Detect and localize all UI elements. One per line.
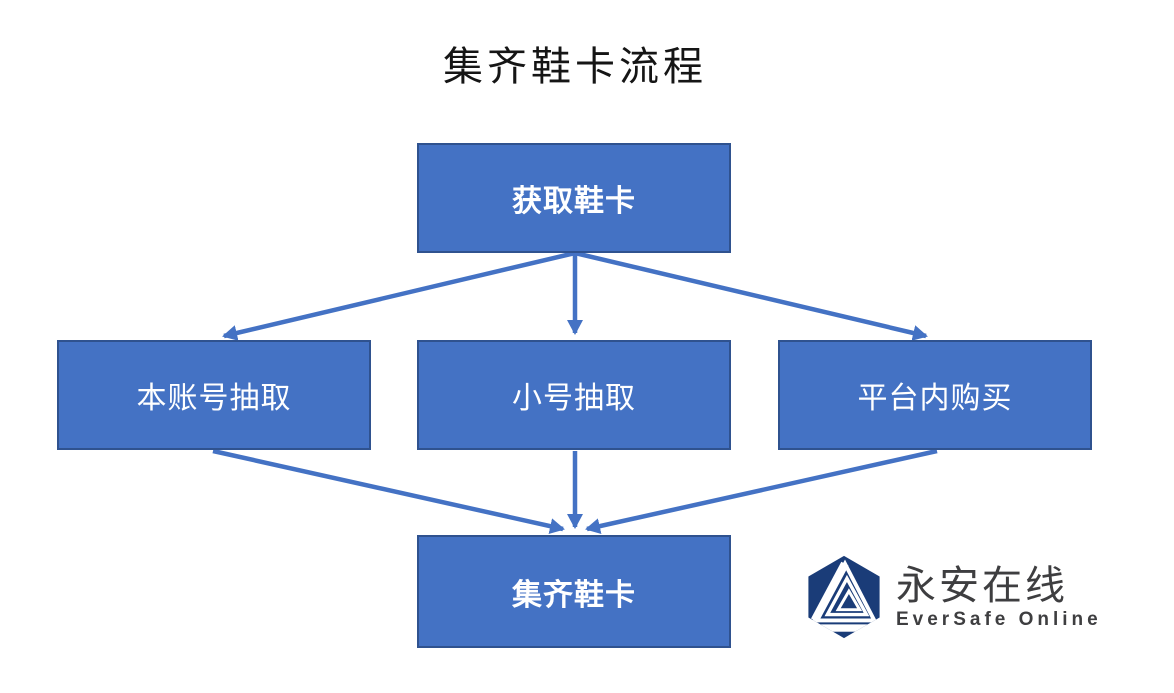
page-title: 集齐鞋卡流程 [443,45,707,89]
flowchart-node-own-account-draw: 本账号抽取 [57,340,371,450]
node-label: 集齐鞋卡 [512,578,636,612]
brand-name-en: EverSafe Online [896,608,1102,630]
brand-name-cn: 永安在线 [896,563,1068,608]
flowchart-node-get-card: 获取鞋卡 [417,143,731,253]
eversafe-hexagon-icon [808,555,880,639]
eversafe-logo: 永安在线 EverSafe Online [800,553,1102,641]
logo-text: 永安在线 EverSafe Online [896,564,1102,631]
arrow-top-to-right [574,250,928,341]
node-label: 平台内购买 [857,382,1013,415]
flowchart-node-collect-all-cards: 集齐鞋卡 [417,535,731,648]
node-label: 本账号抽取 [136,382,292,415]
arrow-left-to-bottom [212,448,565,534]
arrow-right-to-bottom [585,448,938,534]
flowchart-node-in-platform-purchase: 平台内购买 [778,340,1092,450]
flowchart-node-alt-account-draw: 小号抽取 [417,340,731,450]
node-label: 小号抽取 [512,382,636,415]
node-label: 获取鞋卡 [512,185,636,218]
arrow-top-to-left [222,250,576,341]
